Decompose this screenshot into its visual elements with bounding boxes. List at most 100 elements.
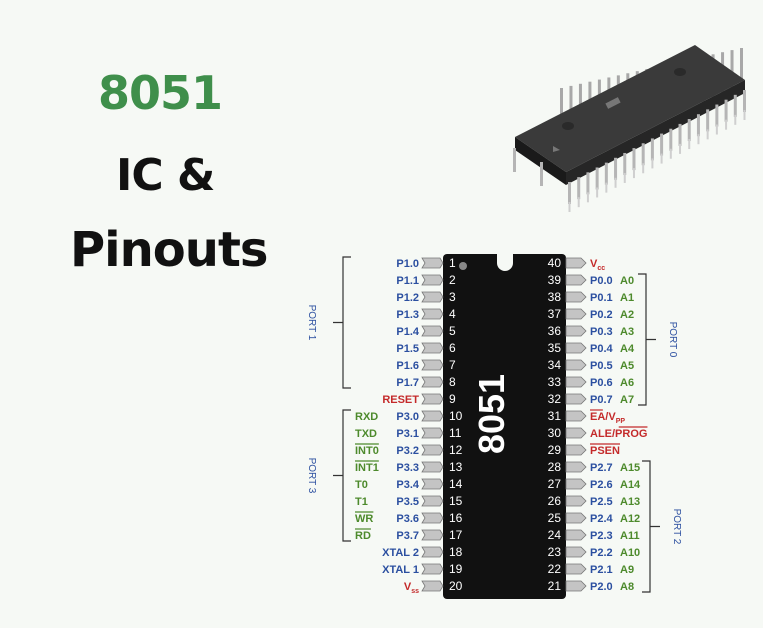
pin-name: P2.6 [590,479,613,491]
pin-alt-function: A5 [620,360,634,372]
pin-name: P2.0 [590,581,613,593]
port3-bracket: PORT 3 [306,409,351,542]
pin-lead [421,410,444,422]
pin-lead [565,410,587,422]
pin-number: 31 [548,409,562,423]
pin-lead [421,257,444,269]
port2-bracket: PORT 2 [642,460,682,593]
pin-lead [565,325,587,337]
pin-alt-function: A10 [620,547,640,559]
pin-number: 12 [449,443,463,457]
pin-name: P3.4 [396,479,420,491]
pin-name: P0.5 [590,360,613,372]
port0-bracket: PORT 0 [638,273,678,406]
pin-lead [565,291,587,303]
port-label: PORT 2 [671,509,682,545]
pin-name: P0.2 [590,309,613,321]
pin-name: P3.1 [396,428,419,440]
pin-name: P0.6 [590,377,613,389]
pin-number: 1 [449,256,456,270]
pin-lead [421,427,444,439]
pin-lead [421,495,444,507]
pin-lead [421,478,444,490]
pin-name: P1.0 [396,258,419,270]
pin-number: 25 [548,511,562,525]
pin-lead [565,529,587,541]
pin-number: 24 [548,528,562,542]
pin-number: 9 [449,392,456,406]
pin-name: P0.1 [590,292,613,304]
pin-alt-function: T1 [355,496,368,508]
pin-number: 33 [548,375,562,389]
pin-name: P1.5 [396,343,419,355]
pin-name: P1.4 [396,326,420,338]
pin-alt-function: A3 [620,326,634,338]
pin-number: 5 [449,324,456,338]
pin-lead [565,257,587,269]
pin-name: P0.7 [590,394,613,406]
pin-name: P1.1 [396,275,419,287]
pin-number: 30 [548,426,562,440]
bracket-line [638,273,656,406]
chip-notch [497,254,513,271]
pin-number: 19 [449,562,463,576]
pin-lead [565,563,587,575]
pin-lead [421,359,444,371]
pin-number: 37 [548,307,562,321]
pin-14: 14 P3.4 T0 [355,477,463,491]
pin-number: 8 [449,375,456,389]
chip-body [443,254,566,599]
pin-alt-function: A6 [620,377,634,389]
pin-name: P3.5 [396,496,419,508]
pin-lead [565,274,587,286]
port1-bracket: PORT 1 [306,256,351,389]
pin-alt-function: A8 [620,581,634,593]
pin-lead [565,461,587,473]
pin-number: 15 [449,494,463,508]
pin-lead [565,376,587,388]
pin-name: P3.0 [396,411,419,423]
title-8051: 8051 [98,66,223,120]
left-pin-group: 1P1.02P1.13P1.24P1.35P1.46P1.57P1.68P1.7… [355,256,463,595]
pin-6: 6P1.5 [396,341,456,355]
pin-number: 14 [449,477,463,491]
pin-alt-function: INT1 [355,462,379,474]
bracket-line [642,460,660,593]
pin-alt-function: WR [355,513,373,525]
pin-number: 28 [548,460,562,474]
pin-lead [421,461,444,473]
port-label: PORT 3 [306,458,317,494]
pin-3: 3P1.2 [396,290,456,304]
pin-name: P3.2 [396,445,419,457]
dip-package-icon [513,45,746,212]
pin-alt-function: INT0 [355,445,379,457]
pin-lead [565,478,587,490]
pin-name: P0.4 [590,343,614,355]
pin-alt-function: A12 [620,513,640,525]
pin-number: 32 [548,392,562,406]
pin-alt-function: A13 [620,496,640,508]
pin-alt-function: A0 [620,275,634,287]
pin-lead [565,546,587,558]
pin-lead [421,512,444,524]
pin-number: 36 [548,324,562,338]
pin-alt-function: A11 [620,530,640,542]
pin-alt-function: T0 [355,479,368,491]
port-brackets: PORT 1 PORT 3 PORT 0 PORT 2 [306,256,682,593]
pin-lead [565,393,587,405]
pin-number: 40 [548,256,562,270]
pin-alt-function: TXD [355,428,377,440]
pin-number: 27 [548,477,562,491]
